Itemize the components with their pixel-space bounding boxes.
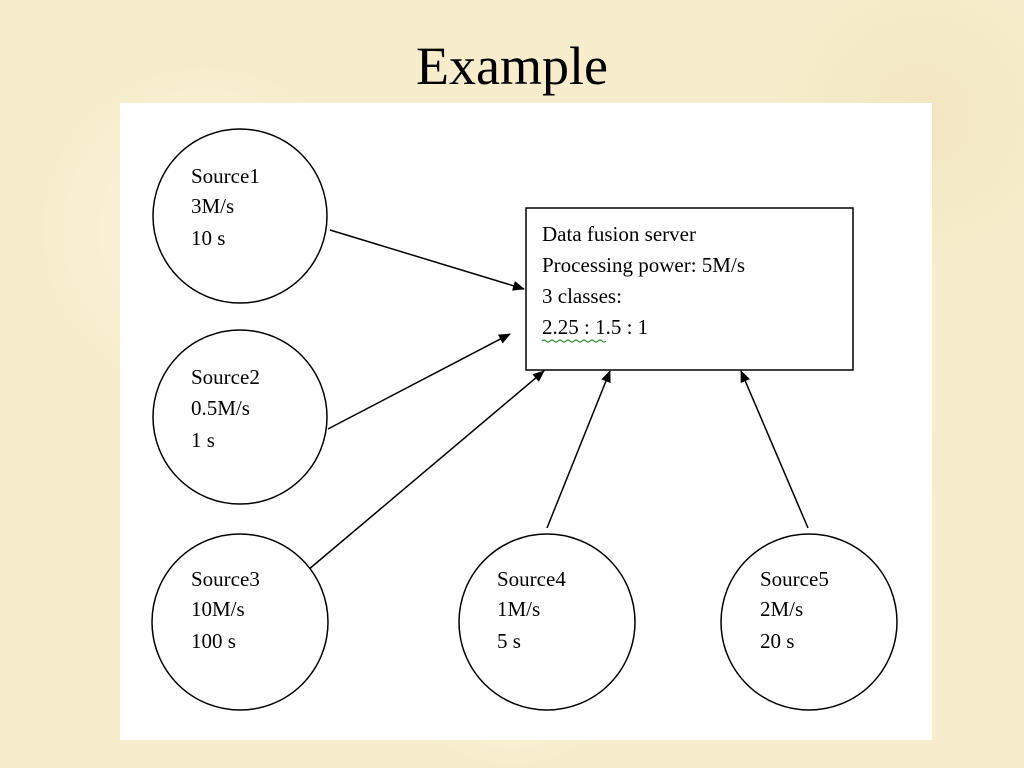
source2-time: 1 s (191, 428, 215, 452)
source1-node (152, 128, 328, 304)
source1-name: Source1 (191, 164, 260, 188)
source4-time: 5 s (497, 629, 521, 653)
source5-name: Source5 (760, 567, 829, 591)
source4-node (458, 533, 636, 711)
arrow-source1-to-server (329, 229, 525, 291)
arrow-source2-to-server (327, 333, 511, 430)
source5-node (720, 533, 898, 711)
source3-name: Source3 (191, 567, 260, 591)
data-fusion-server-box (525, 207, 854, 371)
source5-time: 20 s (760, 629, 794, 653)
source3-node (151, 533, 329, 711)
source1-rate: 3M/s (191, 194, 234, 218)
source2-rate: 0.5M/s (191, 396, 250, 420)
source4-rate: 1M/s (497, 597, 540, 621)
source3-rate: 10M/s (191, 597, 245, 621)
diagram-canvas: Data fusion server Processing power: 5M/… (151, 128, 898, 711)
source2-name: Source2 (191, 365, 260, 389)
source4-name: Source4 (497, 567, 566, 591)
source5-rate: 2M/s (760, 597, 803, 621)
server-processing-power: Processing power: 5M/s (542, 253, 745, 277)
arrow-source3-to-server (307, 370, 545, 571)
diagram-panel: Data fusion server Processing power: 5M/… (120, 103, 932, 740)
source3-time: 100 s (191, 629, 236, 653)
slide-title: Example (416, 36, 608, 96)
server-label: Data fusion server (542, 222, 696, 246)
server-classes-label: 3 classes: (542, 284, 622, 308)
spellcheck-underline (541, 339, 607, 343)
source1-time: 10 s (191, 226, 225, 250)
arrow-source5-to-server (740, 370, 809, 529)
arrow-source4-to-server (546, 370, 611, 529)
server-class-ratio: 2.25 : 1.5 : 1 (542, 315, 648, 339)
source2-node (152, 329, 328, 505)
